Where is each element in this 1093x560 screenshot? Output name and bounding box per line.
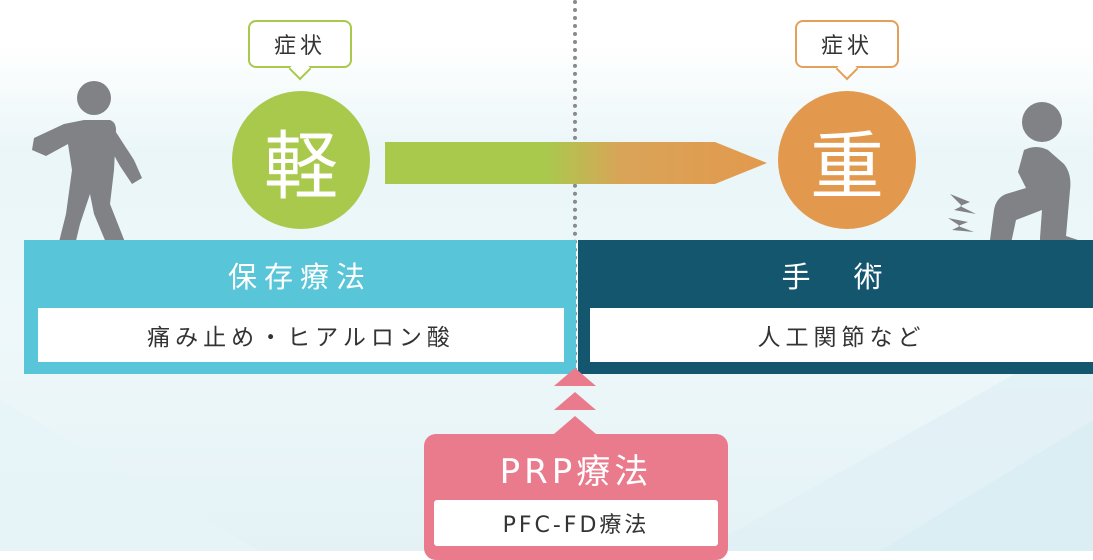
symptom-label-mild: 症状 — [248, 20, 352, 68]
conservative-therapy-panel: 保存療法 痛み止め・ヒアルロン酸 — [24, 240, 576, 374]
mild-circle: 軽 — [232, 91, 370, 229]
conservative-therapy-title: 保存療法 — [227, 260, 372, 294]
surgery-detail: 人工関節など — [590, 308, 1093, 362]
pfc-fd-therapy-label: PFC-FD療法 — [434, 500, 718, 546]
walking-person-icon — [32, 81, 142, 276]
divider-line — [573, 0, 577, 380]
up-chevron-icon — [554, 368, 596, 434]
prp-therapy-title: PRP療法 — [499, 452, 653, 492]
symptom-label-severe: 症状 — [795, 20, 899, 68]
pain-lightning-icon — [948, 194, 976, 232]
prp-therapy-box: PRP療法 PFC-FD療法 — [424, 434, 728, 560]
surgery-title: 手 術 — [781, 260, 890, 294]
progression-arrow — [385, 142, 767, 184]
surgery-panel: 手 術 人工関節など — [578, 240, 1093, 374]
conservative-therapy-detail: 痛み止め・ヒアルロン酸 — [38, 308, 564, 362]
severe-circle: 重 — [778, 91, 916, 229]
